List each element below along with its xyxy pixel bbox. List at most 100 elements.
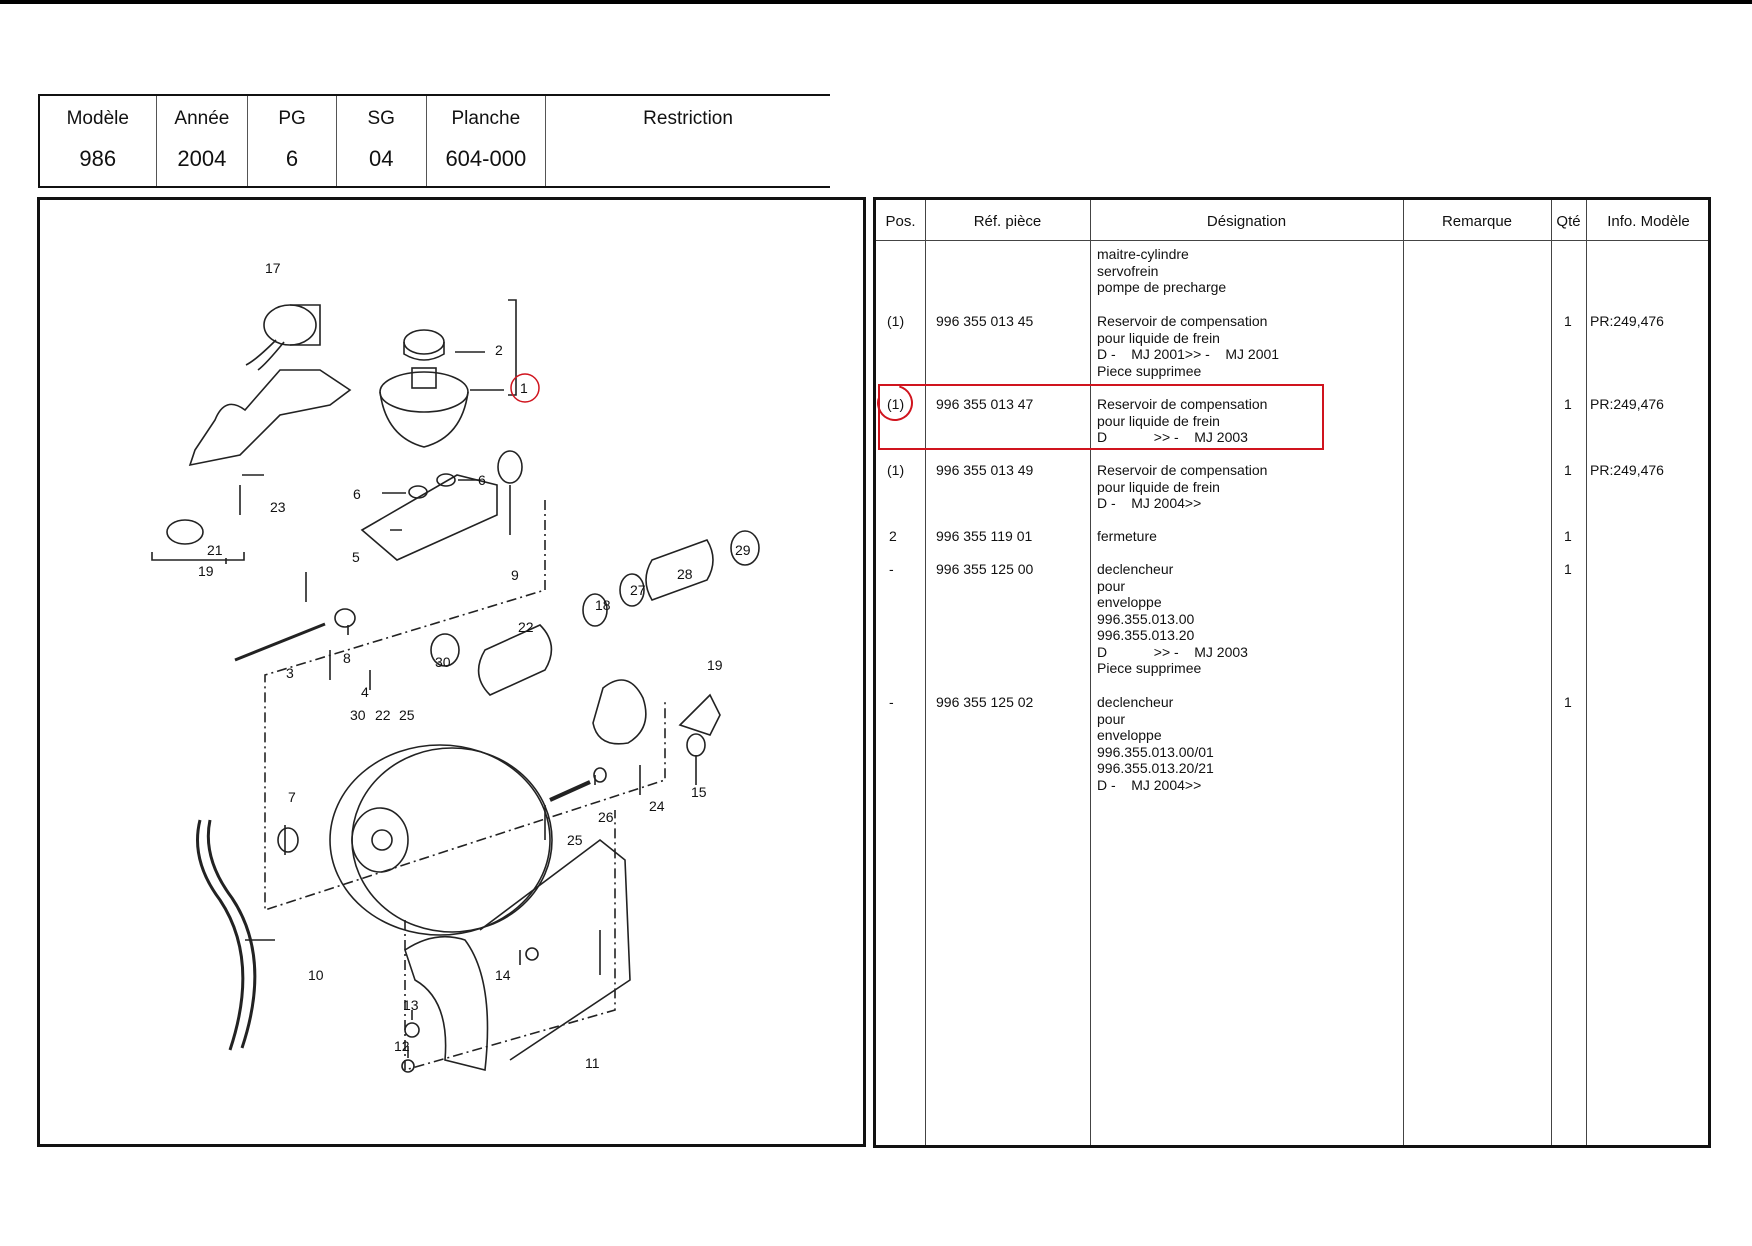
boot-24 [592,679,647,745]
nut-14 [525,947,539,961]
cell-pos: - [889,561,894,577]
header-label: Année [174,108,230,129]
grommet-part [166,519,204,545]
callout-9: 9 [511,567,519,583]
clamp-30 [430,633,460,667]
col-divider [1090,200,1091,1145]
header-label: Restriction [643,108,733,129]
cell-pos: (1) [887,462,905,478]
ring-18 [582,593,608,627]
sleeve-28 [645,539,714,601]
oring-9 [497,450,523,484]
pedal-bracket-11 [404,935,489,1071]
exploded-diagram: 17 2 1 23 21 19 6 6 5 9 29 28 27 18 3 8 … [37,197,866,1147]
top-border [0,0,1752,4]
rod-part [234,622,326,662]
callout-1: 1 [520,380,528,396]
seal-6b [436,473,456,487]
grommet-7 [277,827,299,853]
cell-qte: 1 [1564,528,1572,544]
bracket-part [188,369,352,467]
callout-19: 19 [198,563,214,579]
cell-designation: Reservoir de compensation pour liquide d… [1097,462,1268,511]
th-pos: Pos. [885,213,916,230]
parts-table: Pos. Réf. pièce Désignation Remarque Qté… [873,197,1711,1148]
cell-qte: 1 [1564,694,1572,710]
bracket-19-group [151,552,245,561]
callout-3: 3 [286,665,294,681]
highlight-box [878,384,1324,450]
sensor-wire [245,339,285,371]
callout-24: 24 [649,798,665,814]
nut-8 [334,608,356,628]
th-qte: Qté [1556,213,1581,230]
callout-30a: 30 [435,654,451,670]
col-divider [1403,200,1404,1145]
screw-12 [401,1059,415,1073]
bracket-1-group [508,299,517,396]
callout-23: 23 [270,499,286,515]
cell-info: PR:249,476 [1590,396,1664,412]
ring-29 [730,530,760,566]
callout-6b: 6 [478,472,486,488]
callout-25: 25 [567,832,583,848]
highlight-circle-1 [510,373,540,403]
vacuum-hose-10 [196,819,245,1051]
cell-pos: (1) [887,396,905,412]
th-info: Info. Modèle [1607,213,1690,230]
callout-2: 2 [495,342,503,358]
header-col-pg: PG 6 [248,96,337,186]
callout-10: 10 [308,967,324,983]
cell-designation: declencheur pour enveloppe 996.355.013.0… [1097,561,1248,676]
header-value: 04 [368,146,394,171]
callout-15: 15 [691,784,707,800]
th-designation: Désignation [1206,213,1287,230]
callout-21: 21 [207,542,223,558]
brake-booster-part [329,744,551,936]
callout-22: 22 [518,619,534,635]
seal-6a [408,485,428,499]
cell-qte: 1 [1564,313,1572,329]
cell-info: PR:249,476 [1590,462,1664,478]
col-divider [925,200,926,1145]
ring-27 [619,573,645,607]
th-ref: Réf. pièce [973,213,1042,230]
cell-ref: 996 355 013 47 [936,396,1034,412]
header-value: 986 [79,146,117,171]
nut-13 [404,1022,420,1038]
callout-27: 27 [630,582,646,598]
cap-part [403,329,445,355]
reservoir-part [379,371,469,413]
callout-12: 12 [394,1038,410,1054]
header-col-modele: Modèle 986 [40,96,157,186]
cell-ref: 996 355 013 45 [936,313,1034,329]
header-label: Modèle [66,108,129,129]
cell-ref: 996 355 013 49 [936,462,1034,478]
header-value: 6 [285,146,299,171]
callout-13: 13 [403,997,419,1013]
header-label: Planche [451,108,521,129]
col-divider [1586,200,1587,1145]
callout-17: 17 [265,260,281,276]
boot-22 [477,624,553,696]
header-col-restriction: Restriction [546,96,830,186]
callout-19b: 19 [707,657,723,673]
callout-28: 28 [677,566,693,582]
master-cylinder-part [360,474,498,561]
cell-ref: 996 355 125 02 [936,694,1034,710]
callout-8: 8 [343,650,351,666]
cell-qte: 1 [1564,561,1572,577]
model-header-table: Modèle 986 Année 2004 PG 6 SG 04 Planche… [38,94,830,188]
cell-qte: 1 [1564,462,1572,478]
header-label: SG [367,108,395,129]
brake-system-drawing: 17 2 1 23 21 19 6 6 5 9 29 28 27 18 3 8 … [151,260,760,1073]
header-value: 604-000 [445,146,527,171]
header-col-sg: SG 04 [337,96,427,186]
assembly-frame [264,500,666,912]
cell-designation: Reservoir de compensation pour liquide d… [1097,313,1280,379]
pushrod-25 [549,780,591,802]
cell-ref: 996 355 125 00 [936,561,1034,577]
cell-designation: declencheur pour enveloppe 996.355.013.0… [1097,694,1214,793]
col-divider [1551,200,1552,1145]
pedal-frame [479,838,631,1061]
